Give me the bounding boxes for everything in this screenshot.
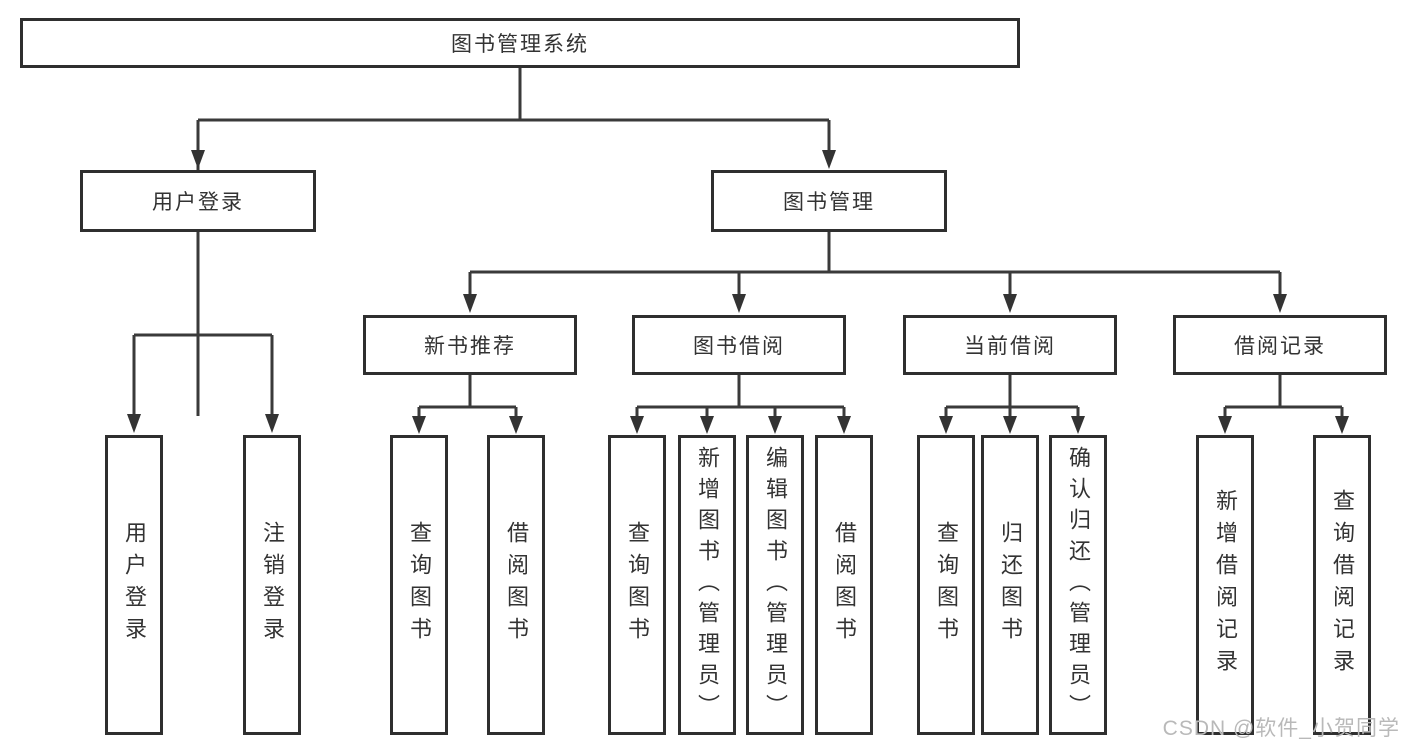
node-root-system: 图书管理系统 — [20, 18, 1020, 68]
leaf-logout: 注销登录 — [243, 435, 301, 735]
connector-records-to-leaves — [1218, 375, 1349, 434]
leaf-new-book-borrow: 借阅图书 — [487, 435, 545, 735]
leaf-records-query: 查询借阅记录 — [1313, 435, 1371, 735]
connector-borrow-to-leaves — [630, 375, 851, 434]
leaf-borrow-query: 查询图书 — [608, 435, 666, 735]
leaf-user-login: 用户登录 — [105, 435, 163, 735]
node-book-borrowing: 图书借阅 — [632, 315, 846, 375]
connector-current-to-leaves — [939, 375, 1085, 434]
node-book-management: 图书管理 — [711, 170, 947, 232]
node-borrowing-records: 借阅记录 — [1173, 315, 1387, 375]
leaf-borrow-add-admin: 新增图书（管理员） — [678, 435, 736, 735]
leaf-records-add: 新增借阅记录 — [1196, 435, 1254, 735]
leaf-current-return: 归还图书 — [981, 435, 1039, 735]
csdn-watermark: CSDN @软件_小贺同学 — [1162, 717, 1400, 740]
node-new-book-recommendation: 新书推荐 — [363, 315, 577, 375]
leaf-borrow-book: 借阅图书 — [815, 435, 873, 735]
leaf-new-book-query: 查询图书 — [390, 435, 448, 735]
leaf-current-query: 查询图书 — [917, 435, 975, 735]
node-user-login: 用户登录 — [80, 170, 316, 232]
connector-book-mgmt-to-level3 — [463, 232, 1287, 313]
connector-user-login-to-leaves — [127, 232, 279, 433]
leaf-borrow-edit-admin: 编辑图书（管理员） — [746, 435, 804, 735]
connector-root-to-level2 — [191, 68, 836, 416]
node-current-borrowing: 当前借阅 — [903, 315, 1117, 375]
connector-new-book-to-leaves — [412, 375, 523, 434]
leaf-current-confirm-return-admin: 确认归还（管理员） — [1049, 435, 1107, 735]
